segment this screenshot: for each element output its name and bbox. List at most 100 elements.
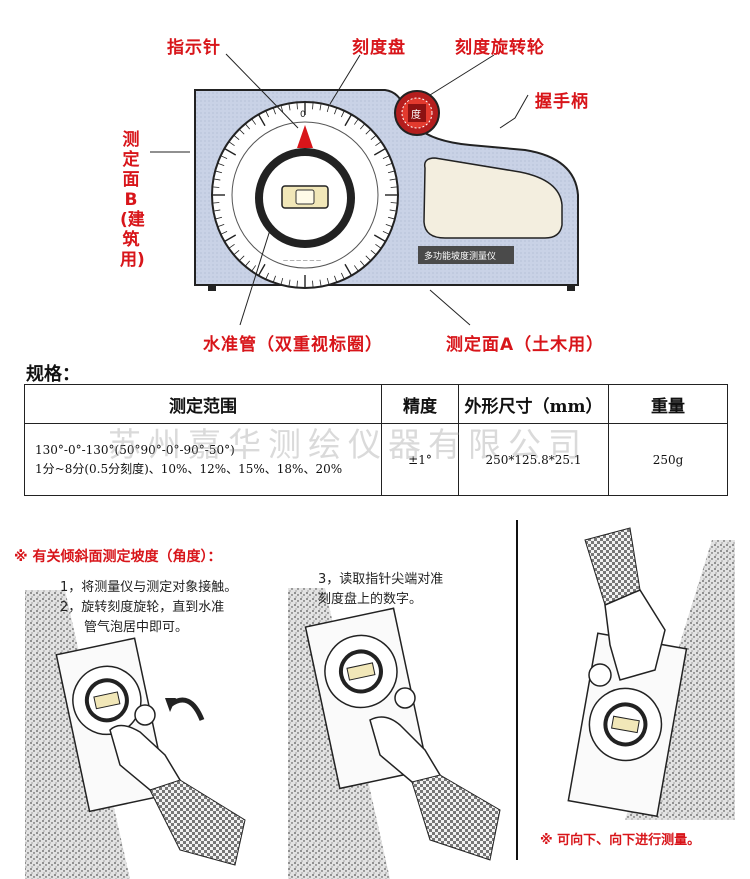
spec-header-weight: 重量 [608,384,728,424]
sleeve-sketch-2 [411,774,501,861]
dial-tick [212,186,220,188]
dial-tick [373,147,386,156]
instrument-sketch-2 [304,607,429,790]
knob-sketch-2 [394,687,416,709]
dial-tick [344,114,353,127]
spec-precision: ±1° [381,423,459,496]
dial-tick [251,118,257,125]
sleeve-sketch-1 [149,779,246,866]
usage-illustration [25,520,735,879]
dial-tick [385,224,393,228]
dial-tick [370,134,377,141]
dial-tick [370,249,377,256]
dial-tick [288,103,291,111]
instructions-footnote: ※ 可向下、向下进行测量。 [540,833,701,848]
dial-tick [251,265,257,272]
step-2-line1: 2，旋转刻度旋轮，直到水准 [60,600,225,615]
label-dial-knob: 刻度旋转轮 [455,38,545,58]
dial-tick [265,272,270,280]
dial-tick [365,255,372,262]
dial-tick [340,272,345,280]
dial-tick [215,170,223,174]
step-2-line2: 管气泡居中即可。 [84,620,189,635]
spec-header-row: 测定范围 精度 外形尺寸（mm） 重量 [24,384,728,424]
dial-tick [359,260,366,267]
dial-tick [224,234,237,243]
dial-tick [217,224,225,228]
knob-sketch-1 [134,704,156,726]
dial-tick [288,279,291,287]
dial-tick [220,155,228,160]
handle-hole [423,157,563,239]
dial-tick [319,279,322,287]
dial-tick [326,277,330,285]
dial-tick [280,105,284,113]
label-handle: 握手柄 [535,92,589,112]
dial-tick [390,202,398,204]
dial-tick [359,123,366,130]
dial-tick [389,178,397,181]
dial-tick [228,243,235,249]
step-3-line2: 刻度盘上的数字。 [318,592,423,607]
spec-range-cell: 130°-0°-130°(50°90°-0°-90°-50°) 1分~8分(0.… [24,423,382,496]
knob-sketch-3 [588,663,612,687]
dial-tick [353,118,359,125]
spec-range-line2: 1分~8分(0.5分刻度)、10%、12%、15%、18%、20% [35,461,343,476]
spec-size: 250*125.8*25.1 [458,423,609,496]
dial-tick [387,170,395,174]
spec-title: 规格： [26,364,80,385]
dial-tick [257,114,266,127]
dial-tick [224,147,237,156]
step-1: 1，将测量仪与测定对象接触。 [60,580,238,595]
dial-tick [244,260,251,267]
dial-tick [228,141,235,147]
dial-tick [233,134,240,141]
dial-tick [326,105,330,113]
dial-zero-label: 0 [300,110,306,120]
dial-tick [382,230,390,235]
hand-sketch-3 [604,589,666,681]
knob-label: 度 [411,108,421,121]
spec-range-line1: 130°-0°-130°(50°90°-0°-90°-50°) [35,442,235,457]
dial-tick [213,209,221,212]
rotate-arrow-icon [168,697,205,721]
dial-maker-text: — — — — — — [283,258,321,264]
label-face-a: 测定面A（土木用） [446,335,605,355]
dial-tick [220,230,228,235]
dial-tick [319,103,322,111]
dial-tick [296,102,298,110]
dial-tick [387,216,395,220]
spec-header-precision: 精度 [381,384,459,424]
dial-tick [385,162,393,166]
dial-tick [272,107,276,115]
dial-tick [212,202,220,204]
dial-tick [257,263,266,276]
dial-tick [312,102,314,110]
name-plate-text: 多功能坡度测量仪 [424,250,496,262]
dial-tick [233,249,240,256]
dial-tick [373,234,386,243]
instructions-heading: ※ 有关倾斜面测定坡度（角度）： [14,549,222,565]
dial-tick [238,128,245,135]
step-3-line1: 3，读取指针尖端对准 [318,572,444,587]
dial-tick [215,216,223,220]
dial-ticks [212,102,398,288]
dial-tick [344,263,353,276]
spec-header-size: 外形尺寸（mm） [458,384,609,424]
dial-tick [244,123,251,130]
dial-tick [217,162,225,166]
pointer-needle [297,125,313,148]
label-face-b: 测定面B(建筑用) [120,130,145,270]
dial-tick [390,186,398,188]
spec-table: 测定范围 精度 外形尺寸（mm） 重量 130°-0°-130°(50°90°-… [24,384,728,496]
dial-tick [353,265,359,272]
dial-tick [265,110,270,118]
spec-header-range: 测定范围 [24,384,382,424]
dial-tick [340,110,345,118]
dial-tick [312,280,314,288]
dial-tick [213,178,221,181]
dial-tick [334,107,338,115]
dial-tick [375,243,382,249]
dial-tick [382,155,390,160]
label-pointer: 指示针 [167,38,221,58]
